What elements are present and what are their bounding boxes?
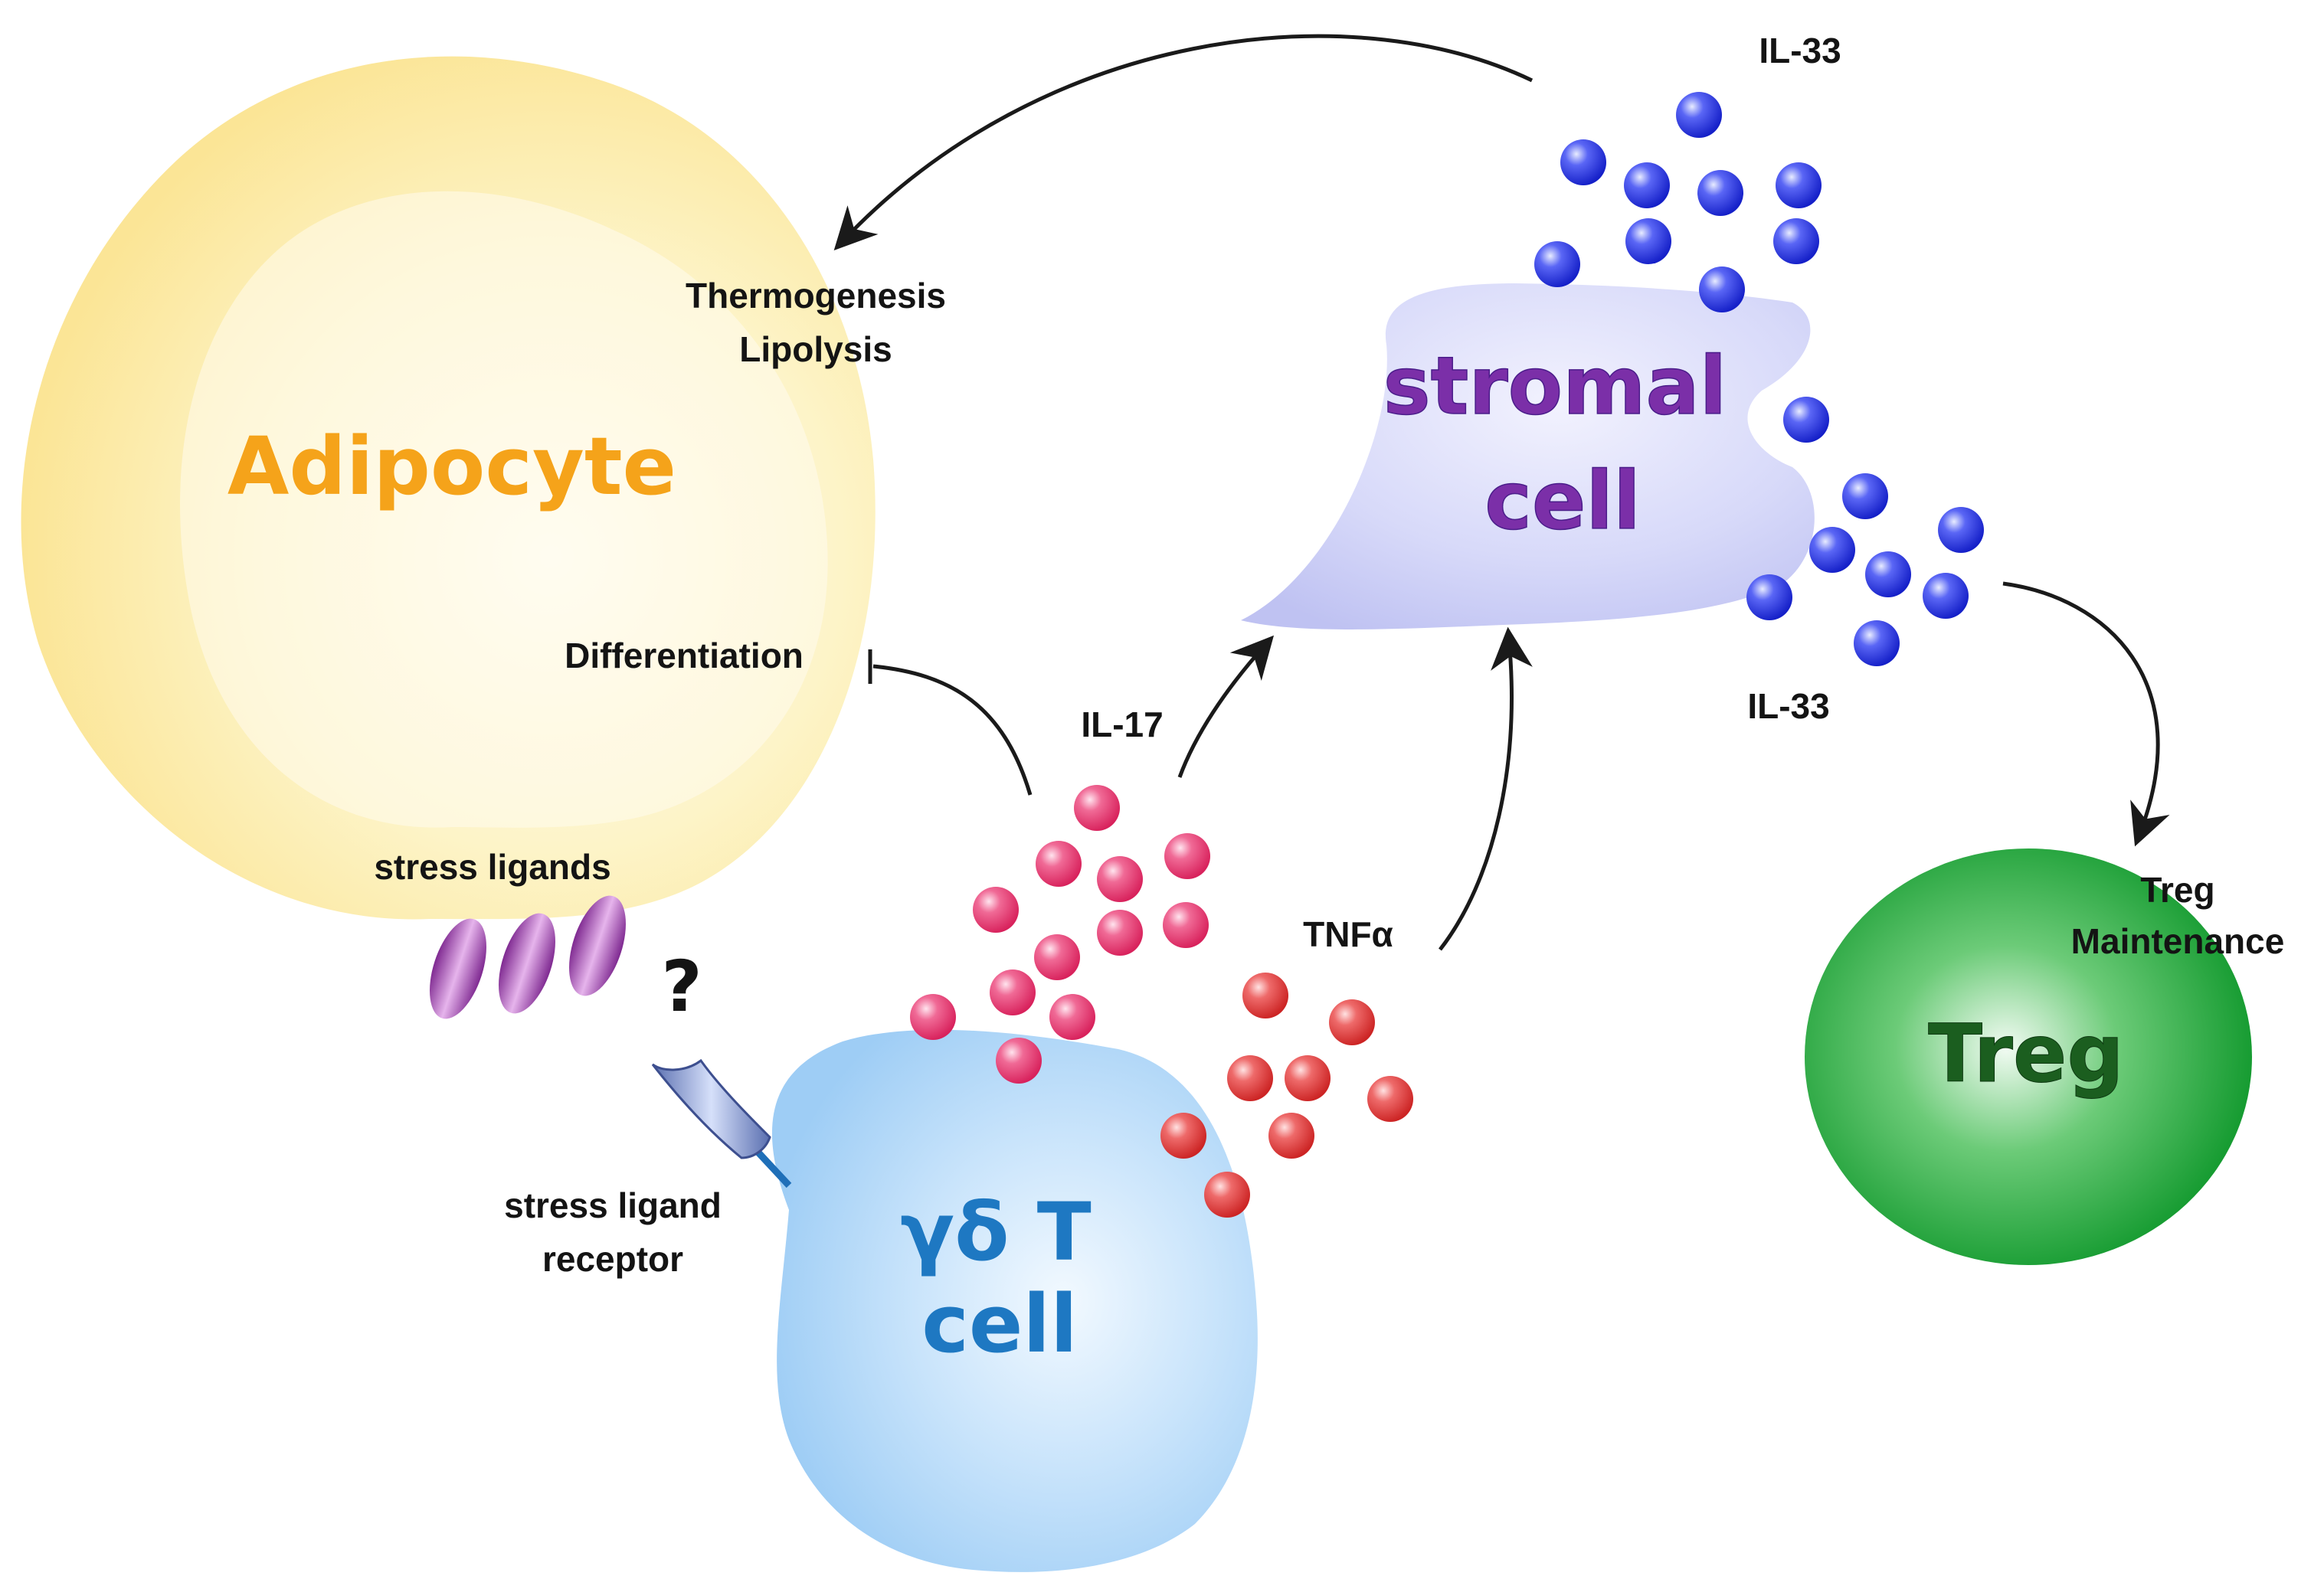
treg-label: Treg — [1928, 1007, 2124, 1100]
il33-sphere-icon — [1842, 473, 1888, 519]
stress-ligand-icon — [430, 918, 486, 1019]
il17-sphere-icon — [1097, 856, 1143, 902]
il33-sphere-icon — [1697, 170, 1743, 216]
stress-ligand-icon — [499, 913, 555, 1014]
arrow-il33-to-adipocyte — [833, 34, 1534, 250]
il17-sphere-icon — [996, 1038, 1042, 1084]
il17-sphere-icon — [1164, 833, 1210, 879]
stromal-cell-body — [1241, 283, 1815, 629]
arrow-il17-to-stromal — [1177, 635, 1275, 778]
tnfa-sphere-icon — [1367, 1076, 1413, 1122]
tnfa-sphere-icon — [1227, 1055, 1273, 1101]
differentiation-label: Differentiation — [565, 636, 804, 675]
il17-sphere-icon — [1034, 934, 1080, 980]
il33-top-cluster — [1534, 92, 1822, 312]
inhibition-il17-differentiation — [872, 664, 1033, 796]
tnfa-sphere-icon — [1160, 1113, 1206, 1159]
tnfa-sphere-icon — [1268, 1113, 1314, 1159]
il33-sphere-icon — [1938, 507, 1984, 553]
il33-sphere-icon — [1699, 266, 1745, 312]
il17-sphere-icon — [1097, 910, 1143, 956]
il33-sphere-icon — [1809, 527, 1855, 573]
treg-cell-body — [1805, 848, 2252, 1265]
il17-sphere-icon — [1163, 902, 1209, 948]
treg-cell: Treg — [1805, 848, 2252, 1265]
question-mark: ? — [661, 946, 702, 1028]
gdt-label-line2: cell — [921, 1277, 1077, 1371]
receptor-label-line1: stress ligand — [504, 1185, 722, 1225]
il33-right-cluster — [1746, 397, 1984, 666]
gdt-label-line1: γδ T — [900, 1185, 1091, 1279]
il17-sphere-icon — [1074, 785, 1120, 831]
il17-label: IL-17 — [1081, 705, 1163, 744]
arrow-il33-to-treg — [2002, 581, 2170, 847]
stress-ligand-icon — [569, 895, 626, 996]
adipocyte-label: Adipocyte — [227, 420, 676, 513]
stromal-label-line1: stromal — [1383, 339, 1727, 433]
il33-sphere-icon — [1854, 620, 1900, 666]
il33-sphere-icon — [1773, 218, 1819, 264]
tnfa-cluster — [1160, 973, 1413, 1218]
stress-ligands-label: stress ligands — [374, 847, 610, 887]
arrows — [833, 34, 2170, 951]
il33-sphere-icon — [1746, 574, 1792, 620]
gamma-delta-t-cell: γδ T cell — [771, 1029, 1258, 1572]
gdt-cell-body — [771, 1029, 1258, 1572]
il33-sphere-icon — [1923, 573, 1969, 619]
stromal-label-line2: cell — [1484, 454, 1640, 548]
il33-sphere-icon — [1783, 397, 1829, 443]
tnfa-label: TNFα — [1303, 914, 1393, 954]
il33-right-label: IL-33 — [1747, 686, 1829, 726]
il33-sphere-icon — [1560, 139, 1606, 185]
receptor-stalk — [755, 1149, 792, 1188]
receptor-label-line2: receptor — [542, 1239, 683, 1279]
stress-ligand-receptor — [651, 1058, 792, 1188]
stromal-cell: stromal cell — [1241, 283, 1815, 629]
il17-sphere-icon — [1049, 994, 1095, 1040]
receptor-icon — [651, 1058, 771, 1159]
il33-sphere-icon — [1625, 218, 1671, 264]
il33-top-label: IL-33 — [1759, 31, 1841, 70]
il17-sphere-icon — [1036, 841, 1082, 887]
il33-sphere-icon — [1865, 551, 1911, 597]
tnfa-sphere-icon — [1242, 973, 1288, 1018]
thermogenesis-label: Thermogenesis — [686, 276, 946, 316]
il33-sphere-icon — [1676, 92, 1722, 138]
treg-maintenance-line2: Maintenance — [2071, 921, 2285, 961]
adipocyte-cell: Adipocyte — [21, 56, 876, 920]
tnfa-sphere-icon — [1329, 999, 1375, 1045]
treg-maintenance-line1: Treg — [2140, 870, 2214, 910]
tnfa-sphere-icon — [1204, 1172, 1250, 1218]
tnfa-sphere-icon — [1285, 1055, 1331, 1101]
stress-ligands — [430, 895, 626, 1019]
lipolysis-label: Lipolysis — [739, 329, 892, 369]
il17-sphere-icon — [990, 969, 1036, 1015]
il33-sphere-icon — [1776, 162, 1822, 208]
il17-sphere-icon — [973, 887, 1019, 933]
labels: IL-33 IL-33 IL-17 TNFα Thermogenesis Lip… — [374, 31, 2284, 1279]
adipocyte-inner-vacuole — [180, 191, 828, 828]
il17-sphere-icon — [910, 994, 956, 1040]
il33-sphere-icon — [1624, 162, 1670, 208]
arrow-tnfa-to-stromal — [1439, 626, 1533, 951]
il17-cluster — [910, 785, 1210, 1084]
il33-sphere-icon — [1534, 241, 1580, 287]
